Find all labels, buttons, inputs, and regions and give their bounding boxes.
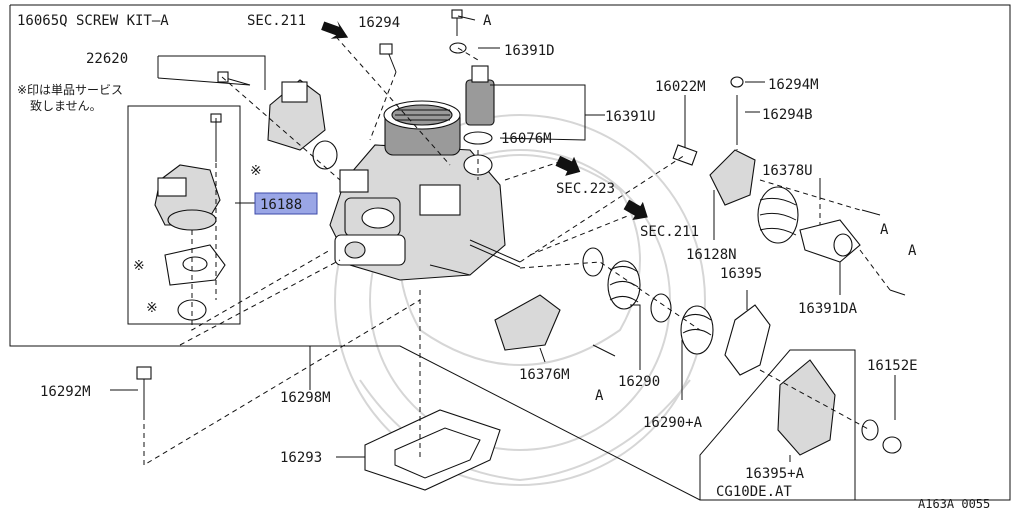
arrow-sec211-top [321, 20, 349, 39]
label-16294m[interactable]: 16294M [768, 77, 819, 93]
star-marker-1: ※ [250, 163, 262, 179]
note-line-2: 致しません。 [30, 99, 102, 113]
label-16391u[interactable]: 16391U [605, 109, 656, 125]
sensor-subassembly-box [127, 105, 241, 325]
label-16076m[interactable]: 16076M [501, 131, 552, 147]
star-marker-2: ※ [133, 258, 145, 274]
diagram-code: A163A 0055 [918, 497, 990, 511]
label-16294b[interactable]: 16294B [762, 107, 813, 123]
highlight-16188[interactable] [254, 192, 318, 215]
throttle-body [329, 100, 521, 281]
iac-valve [154, 113, 226, 321]
label-a-right-2: A [908, 243, 917, 259]
springs-and-washers [494, 247, 771, 376]
throttle-position-sensor [217, 71, 338, 170]
label-16290[interactable]: 16290 [618, 374, 660, 390]
star-marker-3: ※ [146, 300, 158, 316]
arrow-sec211-mid [623, 199, 648, 221]
label-16378u[interactable]: 16378U [762, 163, 813, 179]
label-16188[interactable]: 16188 [260, 197, 302, 213]
label-16294[interactable]: 16294 [358, 15, 400, 31]
label-cg10de: CG10DE.AT [716, 484, 792, 500]
label-16391da[interactable]: 16391DA [798, 301, 858, 317]
outer-frame [9, 4, 1011, 501]
label-16395[interactable]: 16395 [720, 266, 762, 282]
label-sec223[interactable]: SEC.223 [556, 181, 615, 197]
label-sec211-mid[interactable]: SEC.211 [640, 224, 699, 240]
part-labels: 16065Q SCREW KIT—A SEC.211 16294 A 16391… [17, 13, 990, 511]
label-16128n[interactable]: 16128N [686, 247, 737, 263]
guide-lines [143, 29, 891, 466]
label-16290a[interactable]: 16290+A [643, 415, 703, 431]
label-a-top: A [483, 13, 492, 29]
label-screw-kit[interactable]: 16065Q SCREW KIT—A [17, 13, 169, 29]
label-sec211-top[interactable]: SEC.211 [247, 13, 306, 29]
section-arrows [321, 20, 648, 221]
lower-parts [136, 366, 501, 491]
label-16391d[interactable]: 16391D [504, 43, 555, 59]
label-16298m[interactable]: 16298M [280, 390, 331, 406]
label-16293[interactable]: 16293 [280, 450, 322, 466]
label-16395a[interactable]: 16395+A [745, 466, 805, 482]
note-line-1: ※印は単品サービス [17, 83, 123, 97]
label-16292m[interactable]: 16292M [40, 384, 91, 400]
linkage-parts [672, 76, 906, 296]
label-22620[interactable]: 22620 [86, 51, 128, 67]
label-16022m[interactable]: 16022M [655, 79, 706, 95]
label-16152e[interactable]: 16152E [867, 358, 918, 374]
label-16376m[interactable]: 16376M [519, 367, 570, 383]
leader-lines [110, 15, 896, 462]
label-a-right-1: A [880, 222, 889, 238]
arrow-sec223 [555, 155, 581, 176]
cg10de-parts [777, 359, 902, 456]
top-parts [379, 9, 495, 145]
label-a-bottom: A [595, 388, 604, 404]
